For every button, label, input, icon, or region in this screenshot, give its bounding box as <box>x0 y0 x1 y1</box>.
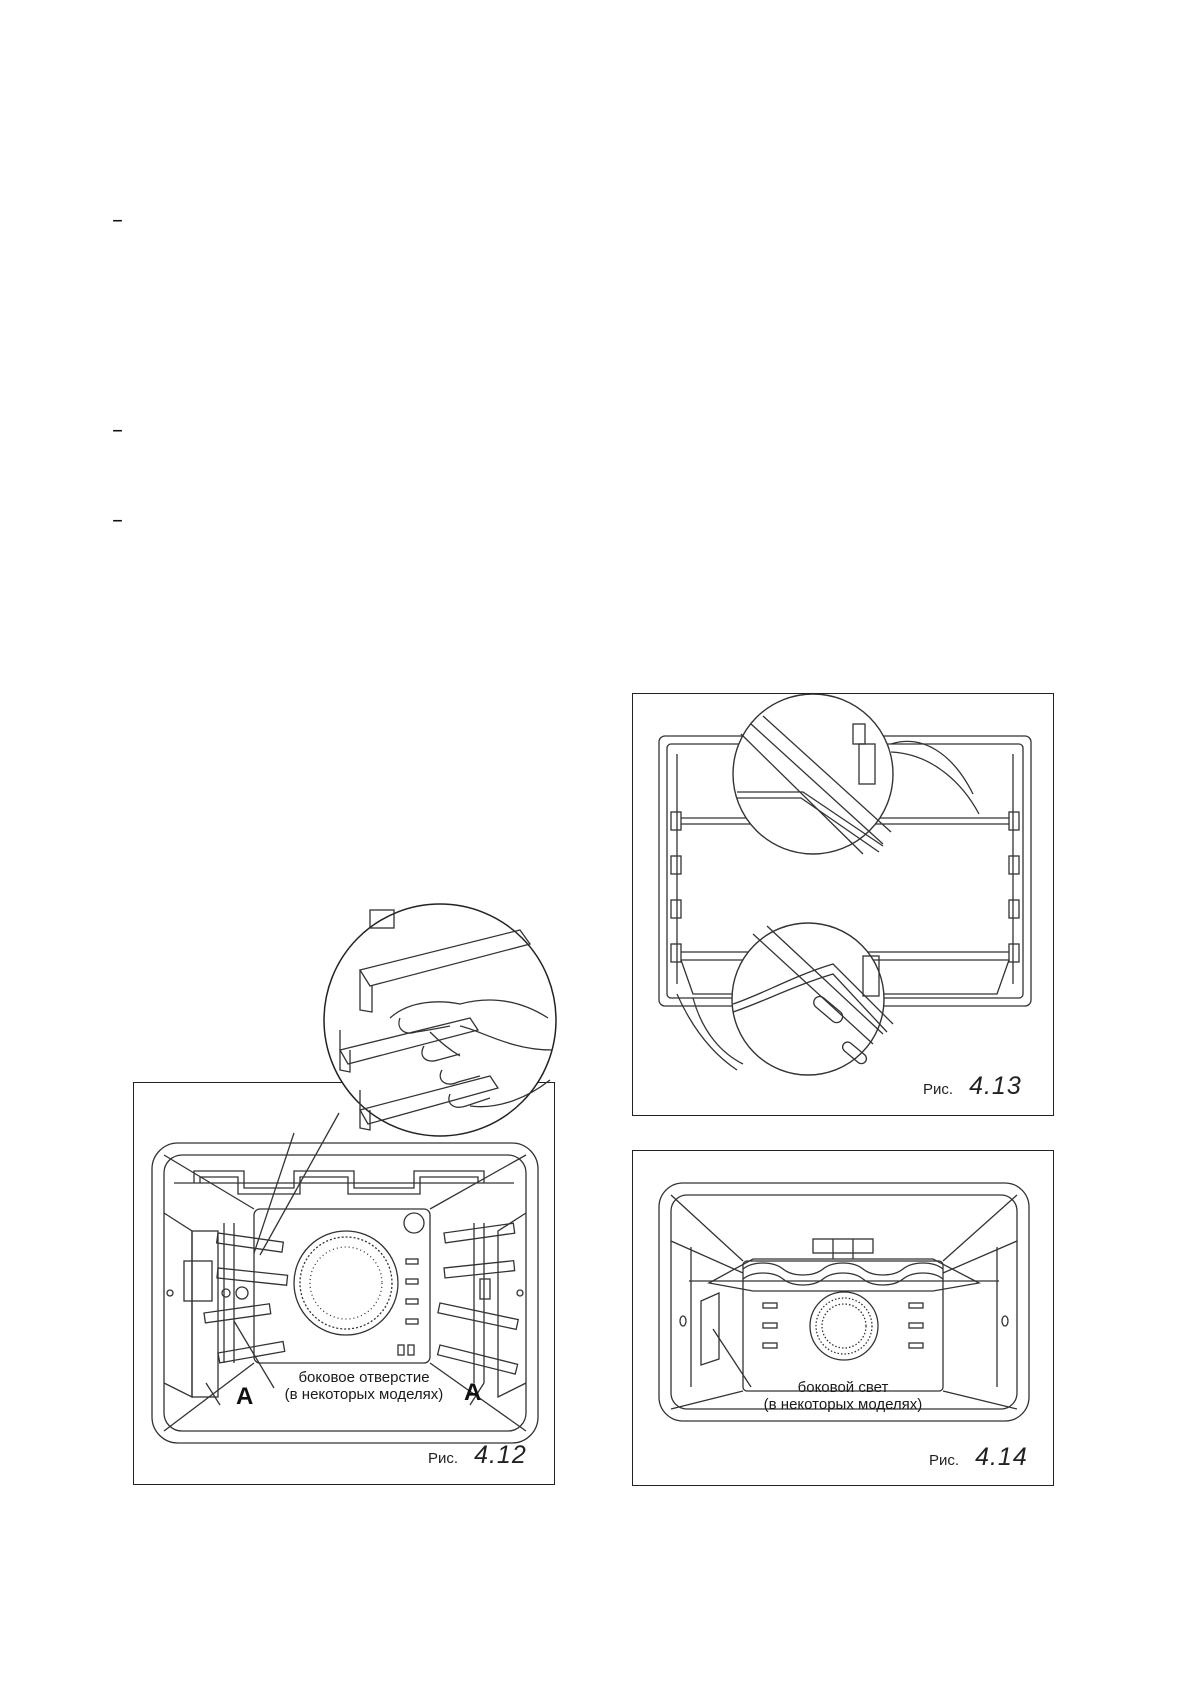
caption-4-13: Рис. 4.13 <box>923 1072 1022 1101</box>
bullet-dash-1: – <box>112 208 123 233</box>
side-hole-annotation-line1: боковое отверстие <box>298 1369 430 1386</box>
oven-interior-with-rails-illustration <box>151 1112 539 1444</box>
bullet-dash-2: – <box>112 418 123 443</box>
side-hole-annotation: боковое отверстие (в некоторых моделях) <box>274 1369 454 1403</box>
side-hole-annotation-line2: (в некоторых моделях) <box>284 1386 444 1403</box>
caption-4-14: Рис. 4.14 <box>929 1443 1028 1472</box>
side-light-annotation-line1: боковой свет <box>797 1379 889 1396</box>
caption-label: Рис. <box>923 1081 954 1098</box>
caption-label: Рис. <box>428 1450 459 1467</box>
side-light-annotation-line2: (в некоторых моделях) <box>763 1396 923 1413</box>
marker-a-right: A <box>464 1379 482 1406</box>
marker-a-left: A <box>236 1383 254 1410</box>
caption-4-12: Рис. 4.12 <box>428 1441 527 1470</box>
caption-label: Рис. <box>929 1452 960 1469</box>
caption-number: 4.12 <box>474 1441 527 1469</box>
figure-4-12: боковое отверстие (в некоторых моделях) … <box>133 1082 555 1485</box>
oven-rack-installation-illustration <box>658 694 1032 1076</box>
rail-removal-closeup-illustration <box>323 903 557 1137</box>
caption-number: 4.13 <box>969 1072 1022 1100</box>
side-light-annotation: боковой свет (в некоторых моделях) <box>743 1379 943 1413</box>
figure-4-14: боковой свет (в некоторых моделях) Рис. … <box>632 1150 1054 1486</box>
caption-number: 4.14 <box>975 1443 1028 1471</box>
bullet-dash-3: – <box>112 508 123 533</box>
figure-4-13: Рис. 4.13 <box>632 693 1054 1116</box>
oven-side-light-illustration <box>658 1182 1030 1422</box>
